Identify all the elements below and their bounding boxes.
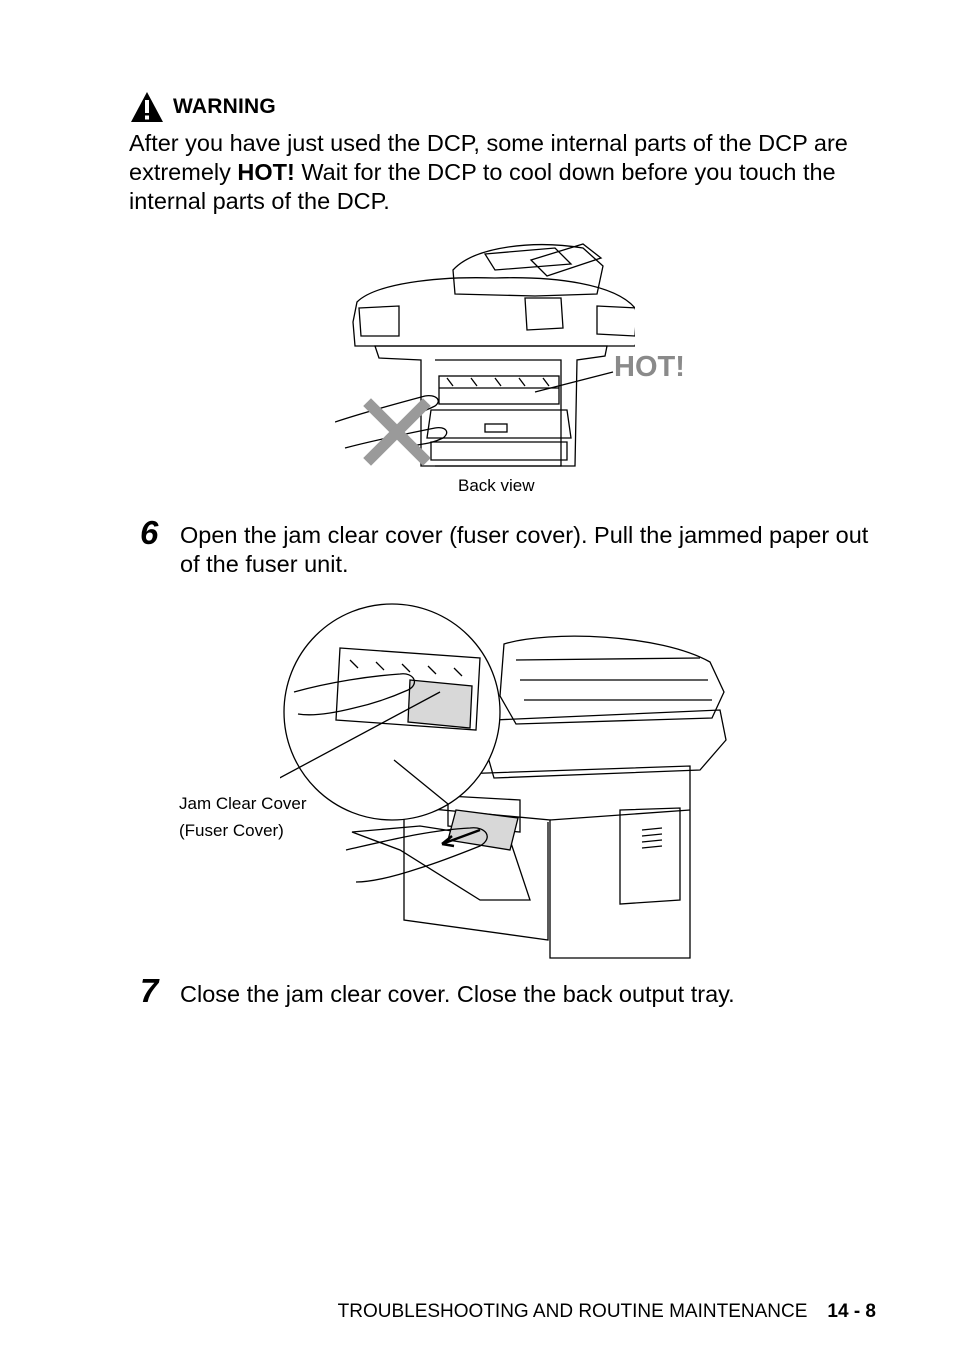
adf-unit	[499, 635, 725, 725]
adf-cover	[529, 243, 603, 277]
output-tray-2	[351, 825, 531, 901]
warning-hot-word: HOT!	[237, 159, 295, 185]
page-footer: TROUBLESHOOTING AND ROUTINE MAINTENANCE …	[338, 1301, 876, 1323]
jam-clear-cover-label: Jam Clear Cover	[179, 794, 307, 813]
hot-label: HOT!	[614, 351, 685, 383]
magnified-cover	[335, 647, 481, 731]
lower-panel	[430, 441, 568, 461]
warning-text-part2: Wait for the DCP to cool down before you…	[129, 159, 836, 214]
warning-title: WARNING	[173, 95, 276, 118]
fuser-cover-label: (Fuser Cover)	[179, 821, 284, 840]
warning-text-part1: After you have just used the DCP, some i…	[129, 130, 848, 185]
adf-lines	[515, 657, 712, 701]
right-handle	[596, 305, 635, 337]
pull-arrow-icon	[441, 828, 481, 848]
fuser-cover	[438, 375, 560, 405]
magnified-rollers	[349, 659, 463, 677]
adf-tray	[483, 247, 573, 271]
warning-header: WARNING	[129, 90, 276, 124]
fuser-cover-2	[447, 795, 521, 833]
magnifier-link	[393, 759, 449, 805]
magnified-hand	[293, 673, 416, 716]
magnified-paper	[407, 679, 473, 729]
hot-leader-line	[534, 371, 614, 393]
left-handle	[358, 305, 400, 337]
footer-section: TROUBLESHOOTING AND ROUTINE MAINTENANCE	[337, 1301, 808, 1322]
step-6-text: Open the jam clear cover (fuser cover). …	[180, 522, 869, 577]
center-panel	[524, 297, 564, 331]
adf-top	[452, 244, 604, 297]
step-7-number: 7	[140, 972, 159, 1009]
output-tray	[426, 409, 572, 439]
rear-open-2	[403, 806, 549, 941]
step-6-number: 6	[140, 514, 159, 551]
back-view-illustration	[335, 243, 635, 467]
fuser-cover-illustration	[280, 603, 727, 959]
magnifier-circle	[283, 603, 501, 821]
rear-opening	[435, 359, 562, 467]
hand-2	[345, 827, 488, 883]
footer-page-number: 14 - 8	[827, 1301, 876, 1322]
back-view-caption: Back view	[458, 476, 535, 495]
step-7-text: Close the jam clear cover. Close the bac…	[180, 981, 735, 1007]
warning-triangle-icon	[131, 92, 163, 122]
fuser-rollers	[446, 377, 550, 387]
tray-latch	[484, 423, 508, 433]
side-panel	[619, 807, 681, 905]
warning-text: After you have just used the DCP, some i…	[129, 129, 889, 216]
lower-body	[374, 345, 608, 467]
prohibited-x-icon	[363, 398, 431, 466]
vent-icon	[641, 827, 663, 849]
callout-leader	[280, 691, 441, 779]
